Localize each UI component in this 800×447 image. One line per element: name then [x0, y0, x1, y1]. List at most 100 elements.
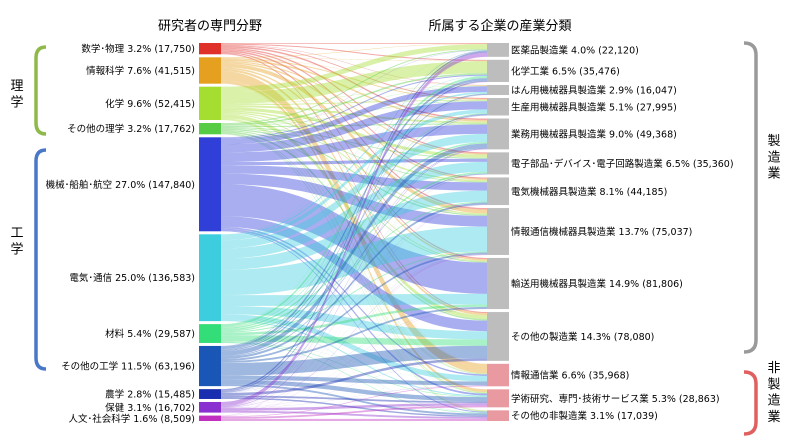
flow-link	[221, 174, 487, 408]
flow-link	[221, 148, 487, 408]
group-bracket-seizougyou	[743, 41, 758, 354]
flow-link	[221, 50, 487, 235]
flow-link	[221, 51, 487, 391]
target-label: 輸送用機械器具製造業 14.9% (81,806)	[511, 278, 683, 290]
group-label-kougaku: 工学	[10, 226, 23, 257]
flow-link	[221, 81, 487, 416]
flow-link	[221, 304, 487, 336]
flow-link	[221, 58, 487, 100]
flow-link	[221, 86, 487, 145]
flow-link	[221, 342, 487, 414]
group-bracket-hiseizougyou	[743, 370, 758, 436]
flow-link	[221, 114, 487, 320]
flow-link	[221, 385, 487, 409]
flow-link	[221, 173, 487, 357]
flow-link	[221, 341, 487, 382]
flow-link	[221, 174, 487, 393]
target-label: 学術研究、専門･技術サービス業 5.3% (28,863)	[511, 393, 720, 405]
source-label: 農学 2.8% (15,485)	[105, 389, 195, 401]
flow-link	[221, 216, 487, 332]
flow-link	[221, 405, 487, 419]
flow-link	[221, 320, 487, 413]
target-node	[487, 177, 509, 206]
source-label: その他の理学 3.2% (17,762)	[67, 123, 195, 135]
target-label: 業務用機械器具製造業 9.0% (49,368)	[511, 128, 677, 140]
flow-link	[221, 54, 487, 390]
source-node	[199, 234, 221, 322]
flow-link	[221, 128, 487, 183]
flow-link	[221, 57, 487, 62]
flow-link	[221, 107, 487, 158]
flow-link	[221, 228, 487, 396]
flow-link	[221, 341, 487, 398]
flow-link	[221, 115, 487, 407]
target-label: 情報通信機械器具製造業 13.7% (75,037)	[511, 226, 692, 238]
flow-link	[221, 50, 487, 325]
flow-link	[221, 60, 487, 155]
flow-link	[221, 117, 487, 374]
flow-link	[221, 115, 487, 416]
flow-link	[221, 418, 487, 421]
target-node	[487, 410, 509, 421]
target-node	[487, 84, 509, 96]
flow-link	[221, 385, 487, 417]
flow-link	[221, 86, 487, 126]
source-label: 数学･物理 3.2% (17,750)	[81, 43, 195, 55]
flow-link	[221, 133, 487, 249]
flow-link	[221, 293, 487, 307]
flow-link	[221, 131, 487, 321]
flow-link	[221, 67, 487, 261]
flow-link	[221, 410, 487, 419]
target-label: 電子部品･デバイス･電子回路製造業 6.5% (35,360)	[511, 158, 734, 170]
flow-link	[221, 93, 487, 327]
flow-link	[221, 130, 487, 263]
flow-link	[221, 75, 487, 327]
target-node	[487, 59, 509, 82]
flow-link	[221, 184, 487, 294]
flow-link	[221, 204, 487, 417]
source-label: 機械･船舶･航空 27.0% (147,840)	[46, 179, 195, 191]
flow-link	[221, 133, 487, 394]
group-label-hiseizougyou: 非製造業	[767, 361, 780, 425]
target-label: 生産用機械器具製造業 5.1% (27,995)	[511, 101, 677, 113]
source-label: その他の工学 11.5% (63,196)	[61, 361, 195, 373]
flow-link	[221, 50, 487, 138]
flow-link	[221, 44, 487, 86]
flow-link	[221, 124, 487, 163]
flow-link	[221, 94, 487, 392]
target-node	[487, 312, 509, 361]
flow-links	[221, 43, 487, 421]
flow-link	[221, 308, 487, 393]
group-label-rigaku: 理学	[10, 79, 23, 110]
flow-link	[221, 44, 487, 92]
source-node	[199, 389, 221, 399]
flow-link	[221, 45, 487, 99]
source-label: 人文･社会科学 1.6% (8,509)	[68, 413, 195, 425]
flow-link	[221, 384, 487, 416]
source-node	[199, 86, 221, 121]
flow-link	[221, 58, 487, 86]
flow-link	[221, 51, 487, 260]
source-label: 化学 9.6% (52,415)	[105, 98, 195, 110]
flow-link	[221, 254, 487, 393]
target-node	[487, 363, 509, 387]
flow-link	[221, 48, 487, 179]
nodes	[199, 43, 509, 421]
flow-link	[221, 403, 487, 411]
target-node	[487, 98, 509, 116]
flow-link	[221, 314, 487, 382]
flow-link	[221, 158, 487, 166]
target-label: その他の非製造業 3.1% (17,039)	[511, 410, 658, 422]
flow-link	[221, 385, 487, 396]
flow-link	[221, 306, 487, 340]
group-bracket-kougaku	[34, 148, 47, 371]
flow-link	[221, 93, 487, 350]
source-node	[199, 43, 221, 55]
flow-link	[221, 133, 487, 412]
flow-link	[221, 254, 487, 417]
flow-link	[221, 204, 487, 393]
target-node	[487, 208, 509, 255]
flow-link	[221, 251, 487, 333]
flow-link	[221, 46, 487, 121]
